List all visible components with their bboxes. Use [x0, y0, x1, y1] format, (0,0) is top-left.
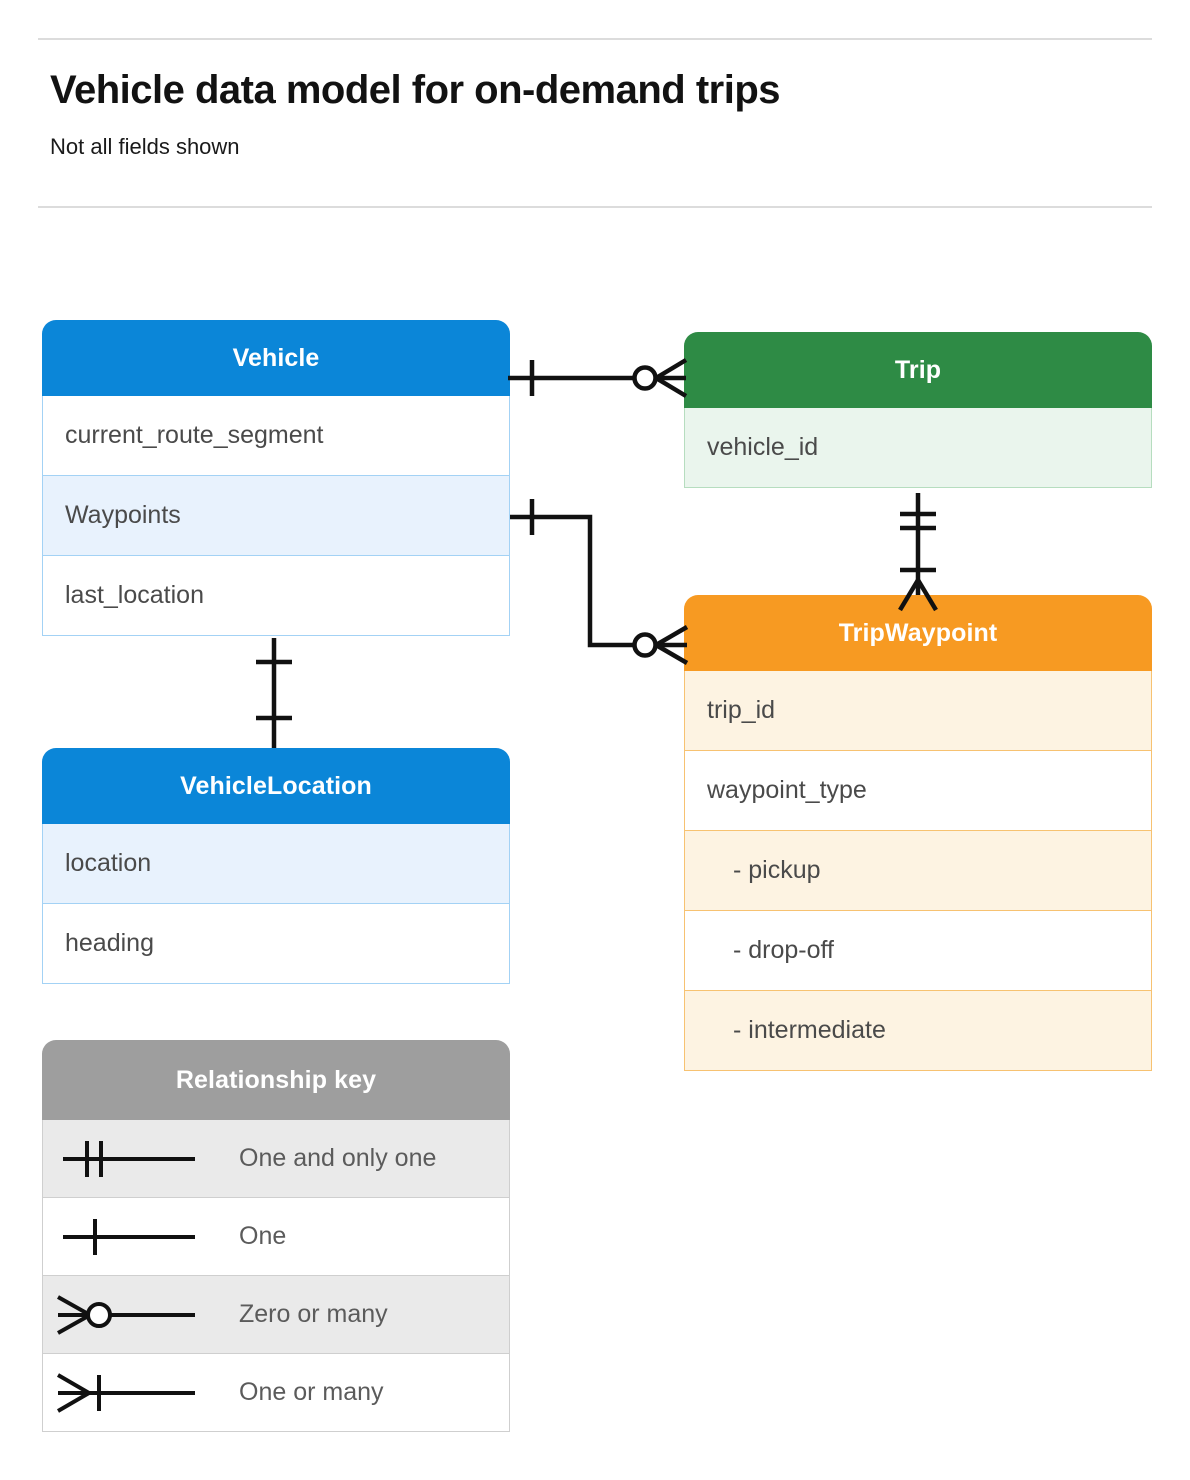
entity-vehicle-field-current-route-segment[interactable]: current_route_segment — [42, 396, 510, 476]
connector-waypoints-tripwaypoint — [510, 499, 689, 665]
legend-title: Relationship key — [42, 1040, 510, 1120]
legend-row-one-or-many: One or many — [42, 1354, 510, 1432]
entity-trip-field-vehicle-id[interactable]: vehicle_id — [684, 408, 1152, 488]
entity-tripwaypoint-field-waypoint-type[interactable]: waypoint_type — [684, 751, 1152, 831]
relationship-key-legend: Relationship key One and only one One — [42, 1040, 510, 1432]
entity-trip[interactable]: Trip vehicle_id — [684, 332, 1152, 488]
legend-label-zero-or-many: Zero or many — [239, 1300, 388, 1328]
entity-tripwaypoint-value-intermediate[interactable]: - intermediate — [684, 991, 1152, 1071]
page-title: Vehicle data model for on-demand trips — [50, 68, 781, 112]
entity-vehiclelocation[interactable]: VehicleLocation location heading — [42, 748, 510, 984]
connector-trip-tripwaypoint — [898, 493, 938, 612]
entity-tripwaypoint-value-pickup[interactable]: - pickup — [684, 831, 1152, 911]
page-subtitle: Not all fields shown — [50, 134, 240, 159]
top-divider — [38, 38, 1152, 40]
one-and-only-one-icon — [63, 1140, 195, 1177]
connector-vehicle-vehiclelocation — [256, 638, 292, 748]
legend-row-one-and-only-one: One and only one — [42, 1120, 510, 1198]
legend-label-one-and-only-one: One and only one — [239, 1144, 437, 1172]
entity-vehiclelocation-field-heading[interactable]: heading — [42, 904, 510, 984]
legend-label-one: One — [239, 1222, 287, 1250]
entity-vehiclelocation-field-location[interactable]: location — [42, 824, 510, 904]
entity-trip-title: Trip — [684, 332, 1152, 408]
one-icon — [63, 1218, 195, 1255]
entity-tripwaypoint-field-trip-id[interactable]: trip_id — [684, 671, 1152, 751]
entity-tripwaypoint[interactable]: TripWaypoint trip_id waypoint_type - pic… — [684, 595, 1152, 1071]
entity-tripwaypoint-title: TripWaypoint — [684, 595, 1152, 671]
bottom-divider — [38, 206, 1152, 208]
entity-vehicle-field-waypoints[interactable]: Waypoints — [42, 476, 510, 556]
entity-vehiclelocation-title: VehicleLocation — [42, 748, 510, 824]
connector-vehicle-trip — [508, 358, 688, 398]
entity-vehicle-title: Vehicle — [42, 320, 510, 396]
one-or-many-icon — [56, 1372, 195, 1413]
entity-tripwaypoint-value-drop-off[interactable]: - drop-off — [684, 911, 1152, 991]
entity-vehicle[interactable]: Vehicle current_route_segment Waypoints … — [42, 320, 510, 636]
legend-row-one: One — [42, 1198, 510, 1276]
zero-or-many-icon — [57, 1294, 195, 1335]
entity-vehicle-field-last-location[interactable]: last_location — [42, 556, 510, 636]
legend-label-one-or-many: One or many — [239, 1378, 384, 1406]
legend-row-zero-or-many: Zero or many — [42, 1276, 510, 1354]
